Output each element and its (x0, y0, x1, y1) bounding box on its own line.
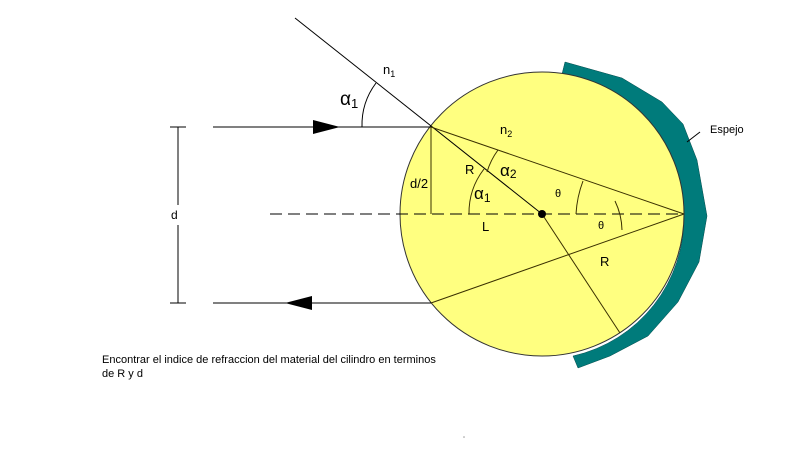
theta-lower-label: θ (598, 220, 604, 232)
alpha1-inner-label: α1 (474, 184, 491, 205)
alpha1-inner-arc (468, 168, 485, 215)
normal-line (294, 17, 543, 215)
radius-line (541, 213, 621, 334)
alpha2-arc (486, 149, 499, 173)
center-point (538, 210, 546, 218)
refracted-ray (430, 126, 685, 215)
arrow-left-icon (285, 296, 312, 310)
theta-upper-label: θ (555, 188, 561, 200)
theta-arc-upper (575, 180, 584, 215)
mirror-leader-line (686, 131, 701, 143)
L-label: L (482, 219, 489, 234)
n2-label: n2 (500, 122, 512, 139)
problem-line-1: Encontrar el indice de refraccion del ma… (102, 354, 436, 366)
n1-label: n1 (383, 62, 395, 79)
alpha1-outer-label: α1 (340, 89, 358, 111)
d-half-label: d/2 (410, 176, 428, 191)
stray-dot (463, 436, 465, 438)
R-lower-label: R (600, 254, 609, 269)
d-label: d (171, 208, 178, 222)
alpha2-label: α2 (500, 161, 517, 181)
reflected-ray (430, 213, 685, 304)
problem-line-2: de R y d (102, 368, 143, 380)
mirror-label: Espejo (710, 124, 744, 136)
R-upper-label: R (465, 162, 474, 177)
alpha1-outer-arc (361, 82, 377, 128)
theta-arc-lower (614, 200, 623, 231)
arrow-right-icon (313, 120, 340, 134)
